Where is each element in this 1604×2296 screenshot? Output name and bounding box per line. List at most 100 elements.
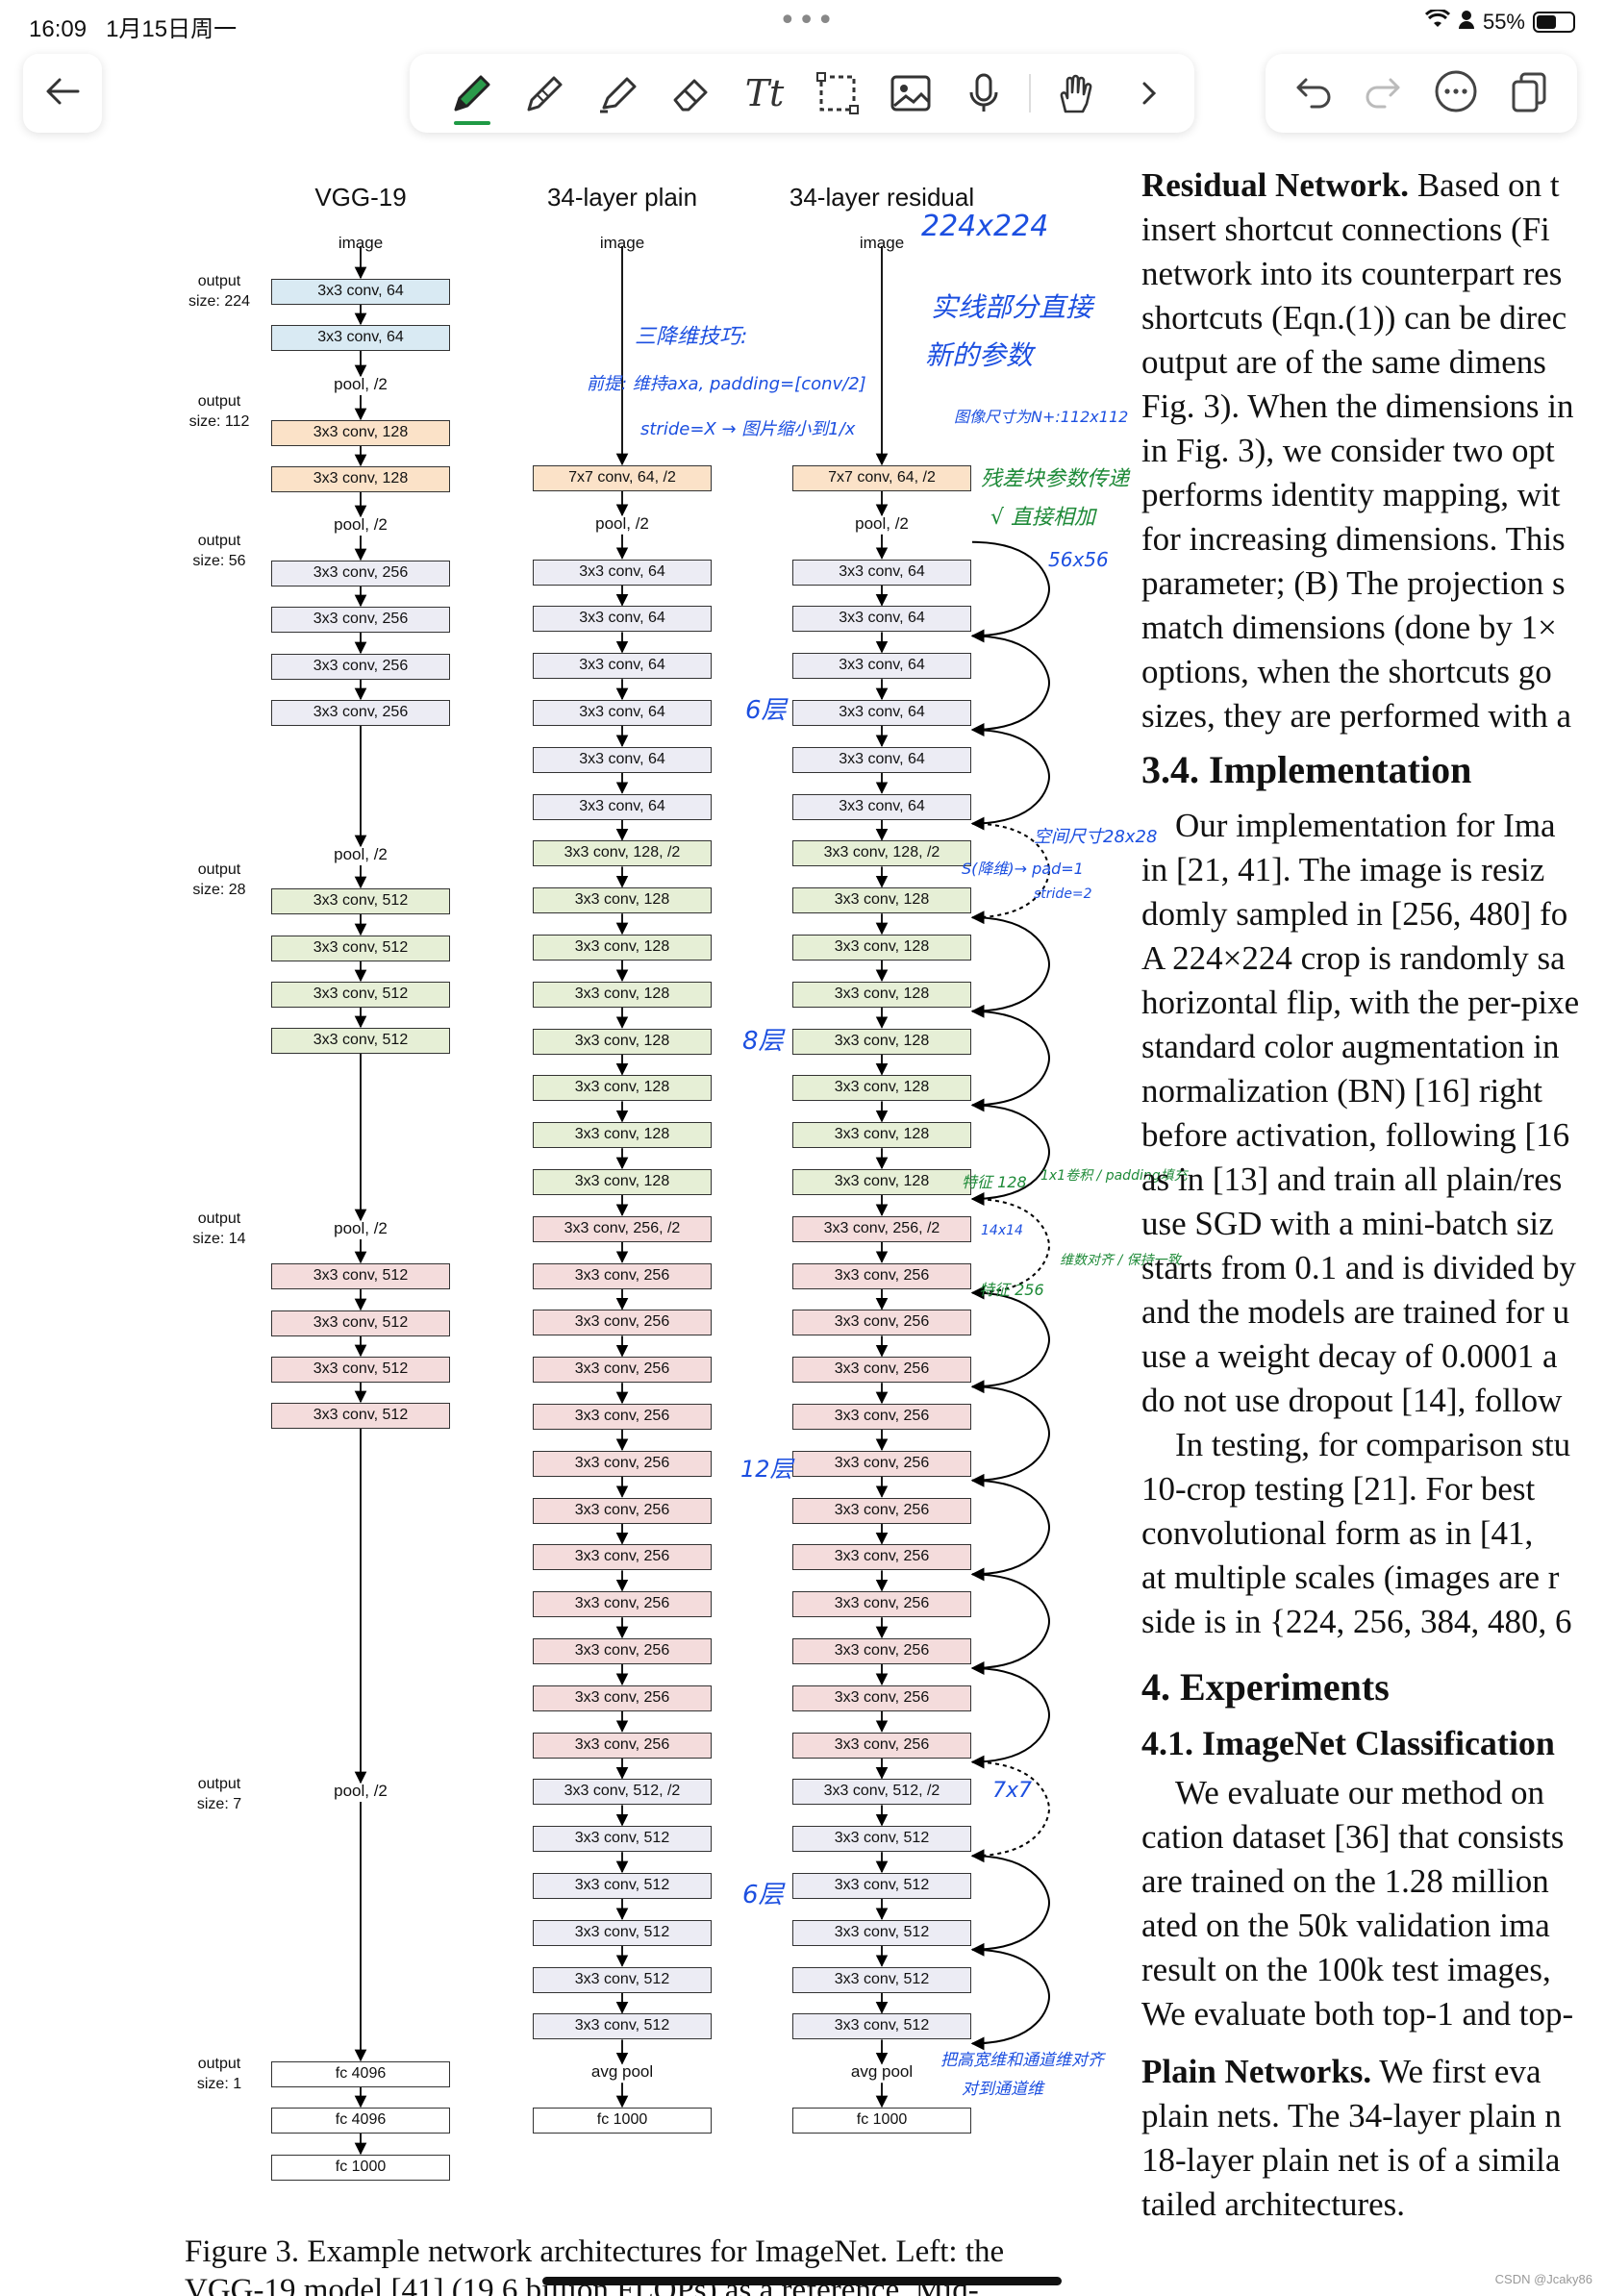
heading-imagenet: 4.1. ImageNet Classification <box>1141 1724 1555 1762</box>
plain-layer: 3x3 conv, 256 <box>533 1732 712 1759</box>
residual-layer: 3x3 conv, 256 <box>792 1262 971 1289</box>
plain-layer: 3x3 conv, 64 <box>533 559 712 586</box>
residual-layer: 3x3 conv, 64 <box>792 793 971 820</box>
multitask-dots[interactable]: ••• <box>779 4 837 37</box>
vgg-layer: fc 1000 <box>271 2155 450 2181</box>
vgg-layer: 3x3 conv, 512 <box>271 1403 450 1429</box>
back-arrow-icon <box>45 77 80 110</box>
eraser-tool-icon[interactable] <box>664 65 719 121</box>
paper-line: output are of the same dimens <box>1141 343 1546 381</box>
image-insert-icon[interactable] <box>883 65 939 121</box>
plain-layer: 3x3 conv, 128 <box>533 981 712 1008</box>
redo-icon[interactable] <box>1364 74 1402 112</box>
paper-line: side is in {224, 256, 384, 480, 6 <box>1141 1603 1572 1640</box>
handwritten-annotation: 224x224 <box>921 210 1049 243</box>
output-size-line: size: 7 <box>196 1796 242 1812</box>
identity-shortcut <box>970 1479 1051 1582</box>
history-toolbar <box>1266 54 1577 133</box>
paper-line: standard color augmentation in <box>1141 1028 1560 1065</box>
paper-line: options, when the shortcuts go <box>1141 653 1552 690</box>
identity-shortcut <box>970 635 1051 736</box>
handwritten-annotation: 把高宽维和通道维对齐 <box>940 2051 1104 2070</box>
plain-layer: avg pool <box>590 2062 654 2082</box>
plain-layer: 3x3 conv, 64 <box>533 606 712 633</box>
residual-layer: 3x3 conv, 128 <box>792 887 971 914</box>
vgg-layer: pool, /2 <box>334 375 388 393</box>
pages-icon[interactable] <box>1510 70 1548 116</box>
plain-layer: 3x3 conv, 128 <box>533 1122 712 1149</box>
column-title: 34-layer residual <box>789 183 975 212</box>
output-size-line: output <box>197 393 241 410</box>
paper-line: result on the 100k test images, <box>1141 1951 1551 1988</box>
microphone-icon[interactable] <box>956 65 1012 121</box>
back-button[interactable] <box>23 54 102 133</box>
residual-layer: 3x3 conv, 512 <box>792 1873 971 1899</box>
vgg-layer: 3x3 conv, 512 <box>271 982 450 1008</box>
output-size-line: output <box>197 2056 241 2072</box>
home-indicator[interactable] <box>542 2277 1062 2285</box>
residual-layer: 3x3 conv, 256, /2 <box>792 1215 971 1242</box>
plain-layer: 3x3 conv, 256 <box>533 1404 712 1430</box>
vgg-layer: 3x3 conv, 512 <box>271 1310 450 1336</box>
identity-shortcut <box>970 1291 1051 1394</box>
plain-layer: 3x3 conv, 256 <box>533 1638 712 1664</box>
hand-touch-icon[interactable] <box>1048 65 1104 121</box>
chevron-right-icon[interactable] <box>1121 65 1177 121</box>
paper-line: in [21, 41]. The image is resiz <box>1141 851 1545 888</box>
residual-layer: 3x3 conv, 128 <box>792 1075 971 1102</box>
plain-layer: 3x3 conv, 256 <box>533 1310 712 1336</box>
undo-icon[interactable] <box>1294 74 1333 112</box>
plain-layer: 3x3 conv, 256 <box>533 1685 712 1711</box>
handwritten-annotation: 特征 256 <box>979 1281 1044 1299</box>
vgg-layer: pool, /2 <box>334 1782 388 1800</box>
paper-line: performs identity mapping, wit <box>1141 476 1561 513</box>
wifi-icon <box>1424 8 1451 35</box>
lasso-select-icon[interactable] <box>810 65 865 121</box>
handwritten-annotation: 6层 <box>742 1881 784 1909</box>
output-size-line: size: 14 <box>192 1231 246 1247</box>
paper-line: and the models are trained for u <box>1141 1293 1570 1331</box>
plain-layer: 3x3 conv, 256 <box>533 1497 712 1524</box>
identity-shortcut <box>970 1385 1051 1487</box>
residual-layer: 3x3 conv, 64 <box>792 559 971 586</box>
plain-layer: 3x3 conv, 256 <box>533 1357 712 1384</box>
paper-line: match dimensions (done by 1× <box>1141 609 1557 646</box>
handwritten-annotation: √ 直接相加 <box>990 506 1096 530</box>
identity-shortcut <box>970 1104 1051 1206</box>
vgg-layer: 3x3 conv, 512 <box>271 936 450 961</box>
handwritten-annotation: 12层 <box>740 1456 793 1483</box>
paper-line: before activation, following [16 <box>1141 1116 1570 1154</box>
projection-shortcut <box>970 1760 1051 1863</box>
vgg-layer: pool, /2 <box>334 515 388 534</box>
handwritten-annotation: 特征 128 <box>962 1173 1027 1191</box>
image-input-label: image <box>338 234 384 252</box>
plain-layer: 3x3 conv, 128 <box>533 935 712 961</box>
residual-layer: avg pool <box>850 2062 914 2082</box>
pencil-tool-icon[interactable] <box>517 65 573 121</box>
residual-layer: 3x3 conv, 128 <box>792 1122 971 1149</box>
paper-line: 18-layer plain net is of a simila <box>1141 2141 1561 2179</box>
handwritten-annotation: 实线部分直接 <box>931 291 1093 323</box>
paper-line: We evaluate both top-1 and top- <box>1141 1995 1574 2033</box>
text-tool-icon[interactable]: Tt <box>744 72 785 114</box>
column-title: VGG-19 <box>314 183 407 212</box>
residual-layer: 3x3 conv, 64 <box>792 606 971 633</box>
handwritten-annotation: 1x1卷积 / padding填充 <box>1040 1168 1188 1184</box>
handwritten-annotation: 前提: 维持axa, padding=[conv/2] <box>587 374 866 394</box>
toolbar-separator <box>1029 74 1031 112</box>
image-input-label: image <box>859 234 905 252</box>
paper-line: convolutional form as in [41, <box>1141 1514 1534 1552</box>
residual-layer: 3x3 conv, 512 <box>792 1919 971 1946</box>
pen-tool-icon[interactable] <box>444 65 500 125</box>
output-size-line: output <box>197 273 241 289</box>
handwritten-annotation: 56x56 <box>1048 548 1109 571</box>
residual-layer: 3x3 conv, 256 <box>792 1450 971 1477</box>
vgg-layer: pool, /2 <box>334 845 388 863</box>
more-icon[interactable] <box>1433 68 1479 118</box>
residual-layer: 7x7 conv, 64, /2 <box>792 465 971 491</box>
highlighter-tool-icon[interactable] <box>590 65 646 121</box>
residual-layer: 3x3 conv, 64 <box>792 653 971 680</box>
identity-shortcut <box>970 1010 1051 1112</box>
